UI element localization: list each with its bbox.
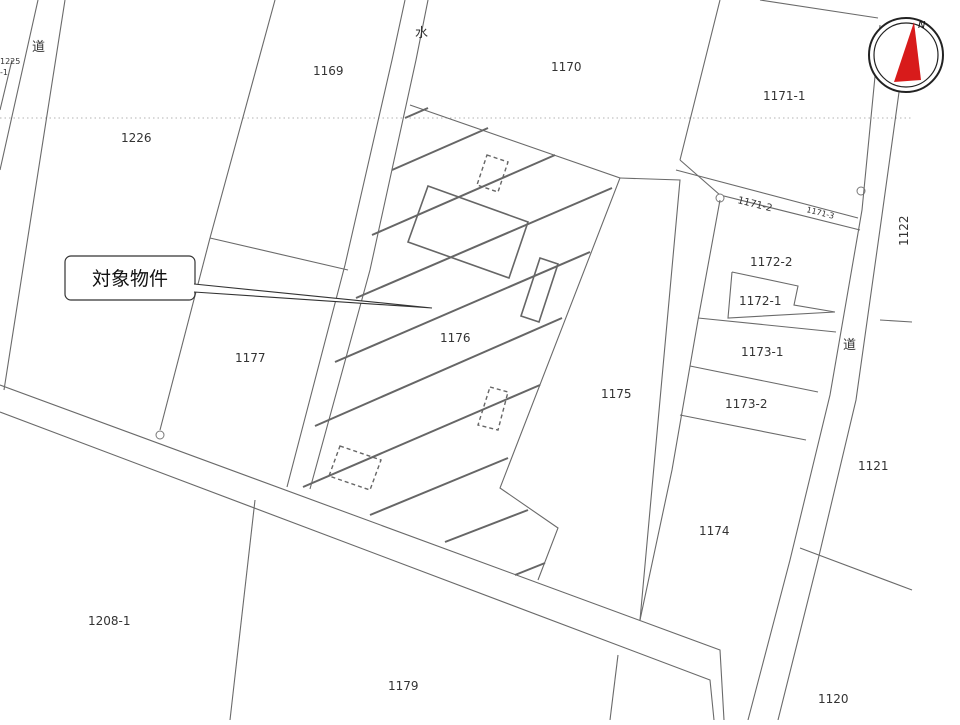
parcel-1122-label: 1122	[897, 215, 911, 246]
parcel-1176-label: 1176	[440, 331, 471, 345]
parcel-1225-sub-label: -1	[0, 68, 8, 77]
road-label-michi-left: 道	[32, 40, 45, 55]
parcel-line	[209, 0, 276, 239]
parcel-1171-2-label: 1171-2	[736, 195, 773, 214]
target-property-hatching	[302, 107, 613, 576]
building-dashed-2	[477, 386, 509, 431]
main-road-north-edge	[0, 384, 725, 721]
parcel-line	[697, 317, 837, 333]
parcel-line	[679, 414, 807, 441]
parcel-1175-west	[409, 104, 621, 581]
parcel-line	[879, 319, 913, 323]
parcel-1174-label: 1174	[699, 524, 730, 538]
north-arrow-icon	[894, 22, 921, 82]
parcel-1173-2-label: 1173-2	[725, 397, 768, 411]
parcel-1208-1-label: 1208-1	[88, 614, 131, 628]
parcel-1121-label: 1121	[858, 459, 889, 473]
parcel-1175-east	[619, 177, 681, 621]
parcel-line	[675, 169, 859, 219]
parcel-line	[689, 365, 819, 393]
parcel-1170-label: 1170	[551, 60, 582, 74]
building-narrow	[519, 256, 560, 324]
parcel-1225-label: 1225	[0, 57, 20, 66]
boundary-marker	[856, 186, 866, 196]
parcel-line	[759, 0, 879, 19]
parcel-1172-1-top	[731, 271, 836, 313]
road-edge-west	[747, 24, 881, 721]
north-arrow: N	[868, 17, 944, 93]
parcel-1177-label: 1177	[235, 351, 266, 365]
parcel-1173-1-label: 1173-1	[741, 345, 784, 359]
road-label-michi-right: 道	[843, 338, 856, 353]
parcel-1169-label: 1169	[313, 64, 344, 78]
parcel-line	[679, 0, 721, 161]
parcel-1179-label: 1179	[388, 679, 419, 693]
north-letter: N	[918, 20, 926, 31]
road-edge-east	[777, 84, 901, 721]
parcel-1172-1	[727, 271, 836, 319]
parcel-line	[3, 0, 66, 391]
parcel-line	[229, 499, 256, 721]
parcel-1175-label: 1175	[601, 387, 632, 401]
waterway-edge-west	[286, 0, 406, 488]
parcel-line	[639, 199, 721, 621]
building-dashed-3	[328, 445, 382, 491]
parcel-1172-2-label: 1172-2	[750, 255, 793, 269]
parcel-line	[799, 547, 913, 591]
waterway-label: 水	[415, 26, 428, 41]
parcel-line	[0, 0, 39, 171]
parcel-1172-1-label: 1172-1	[739, 294, 782, 308]
waterway-edge-east	[309, 0, 429, 490]
parcel-line	[209, 237, 349, 271]
parcel-line	[609, 654, 619, 721]
target-label-bubble	[64, 255, 196, 301]
boundary-marker	[155, 430, 165, 440]
parcel-line	[159, 237, 211, 431]
target-label-pointer	[193, 283, 433, 309]
main-road-south-edge	[0, 411, 715, 721]
building-dashed-1	[476, 154, 509, 193]
parcel-line	[0, 59, 13, 111]
parcel-1226-label: 1226	[121, 131, 152, 145]
parcel-1171-1-label: 1171-1	[763, 89, 806, 103]
parcel-1171-3-label: 1171-3	[806, 205, 836, 221]
target-label-text: 対象物件	[92, 268, 168, 290]
building-main	[406, 184, 530, 280]
parcel-1120-label: 1120	[818, 692, 849, 706]
